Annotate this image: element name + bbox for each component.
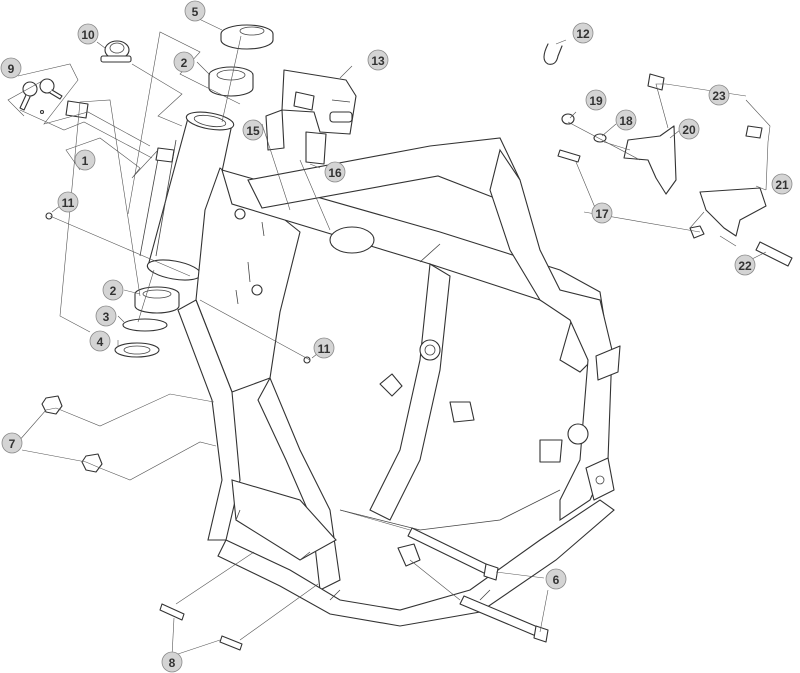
leader-lines <box>7 17 771 657</box>
callout-18[interactable]: 18 <box>615 109 637 131</box>
bracket-15 <box>265 109 285 151</box>
rear-loop <box>489 148 613 522</box>
center-tube <box>369 263 451 521</box>
svg-text:11: 11 <box>62 196 75 210</box>
svg-text:2: 2 <box>110 284 117 298</box>
callout-11-center[interactable]: 11 <box>313 337 335 359</box>
svg-text:6: 6 <box>553 573 560 587</box>
flange-bolt <box>647 73 665 91</box>
steering-bearing-lower <box>134 286 180 314</box>
frame-bolt-upper <box>407 527 499 581</box>
callout-2-lower[interactable]: 2 <box>102 279 124 301</box>
rubber-buffer-upper <box>159 603 185 621</box>
svg-text:21: 21 <box>775 178 789 192</box>
callout-12[interactable]: 12 <box>572 22 594 44</box>
footrest-nut <box>689 225 705 239</box>
steering-head-tube <box>139 111 235 281</box>
spacer <box>561 113 575 125</box>
cradle-lower-left <box>231 479 337 561</box>
callout-6[interactable]: 6 <box>545 568 567 590</box>
long-bolt <box>755 241 793 267</box>
svg-text:20: 20 <box>682 123 696 137</box>
callout-3[interactable]: 3 <box>95 305 117 327</box>
bracket-16 <box>305 131 327 165</box>
callout-23[interactable]: 23 <box>708 84 730 106</box>
svg-text:2: 2 <box>181 56 188 70</box>
callout-7[interactable]: 7 <box>1 432 23 454</box>
svg-text:1: 1 <box>82 154 89 168</box>
loose-parts <box>19 24 793 651</box>
screw-left <box>45 212 53 220</box>
svg-text:12: 12 <box>576 27 590 41</box>
svg-text:8: 8 <box>169 656 176 670</box>
steering-head-cap <box>220 24 274 50</box>
washer <box>593 133 607 143</box>
svg-text:11: 11 <box>318 342 331 356</box>
svg-text:17: 17 <box>595 207 609 221</box>
svg-text:5: 5 <box>192 5 199 19</box>
clamp <box>100 40 132 63</box>
svg-text:7: 7 <box>9 437 16 451</box>
svg-text:15: 15 <box>246 124 260 138</box>
callout-20[interactable]: 20 <box>678 118 700 140</box>
svg-text:9: 9 <box>8 62 15 76</box>
footrest-bracket-left <box>623 125 677 195</box>
callout-8[interactable]: 8 <box>161 651 183 673</box>
screw-center <box>303 356 311 364</box>
electrical-box <box>281 69 357 135</box>
callout-5[interactable]: 5 <box>184 0 206 22</box>
svg-text:10: 10 <box>81 28 95 42</box>
svg-text:3: 3 <box>103 310 110 324</box>
callout-1[interactable]: 1 <box>74 149 96 171</box>
callout-17[interactable]: 17 <box>591 202 613 224</box>
lock-pin <box>155 147 175 163</box>
key-set <box>19 78 63 115</box>
cable-clip <box>543 43 563 65</box>
seal-ring <box>122 318 168 332</box>
callout-22[interactable]: 22 <box>734 254 756 276</box>
upper-spine <box>247 137 521 209</box>
svg-text:13: 13 <box>371 54 385 68</box>
callout-13[interactable]: 13 <box>367 49 389 71</box>
main-frame <box>139 111 621 627</box>
callout-4[interactable]: 4 <box>89 330 111 352</box>
frame-bolt-lower <box>459 595 549 643</box>
callout-11-left[interactable]: 11 <box>57 191 79 213</box>
svg-text:19: 19 <box>589 94 603 108</box>
steering-bearing-upper <box>208 66 254 97</box>
callout-15[interactable]: 15 <box>242 119 264 141</box>
rubber-buffer-lower <box>219 635 243 651</box>
callout-21[interactable]: 21 <box>771 173 793 195</box>
footrest-bolt <box>557 149 581 163</box>
footrest-bracket-right <box>699 187 767 237</box>
svg-text:18: 18 <box>619 114 633 128</box>
svg-text:16: 16 <box>328 166 342 180</box>
cradle-bottom <box>217 499 615 627</box>
callout-10[interactable]: 10 <box>77 23 99 45</box>
svg-text:23: 23 <box>712 89 726 103</box>
nut-lower <box>81 453 103 473</box>
down-tube-left <box>177 299 241 541</box>
gusset-plate <box>195 167 301 393</box>
callout-16[interactable]: 16 <box>324 161 346 183</box>
flange-bolt-2 <box>745 125 763 139</box>
callout-9[interactable]: 9 <box>0 57 22 79</box>
svg-text:22: 22 <box>738 259 752 273</box>
lock-cylinder <box>65 100 89 119</box>
callout-19[interactable]: 19 <box>585 89 607 111</box>
svg-text:4: 4 <box>97 335 104 349</box>
callout-2-upper[interactable]: 2 <box>173 51 195 73</box>
dust-seal <box>114 342 160 358</box>
